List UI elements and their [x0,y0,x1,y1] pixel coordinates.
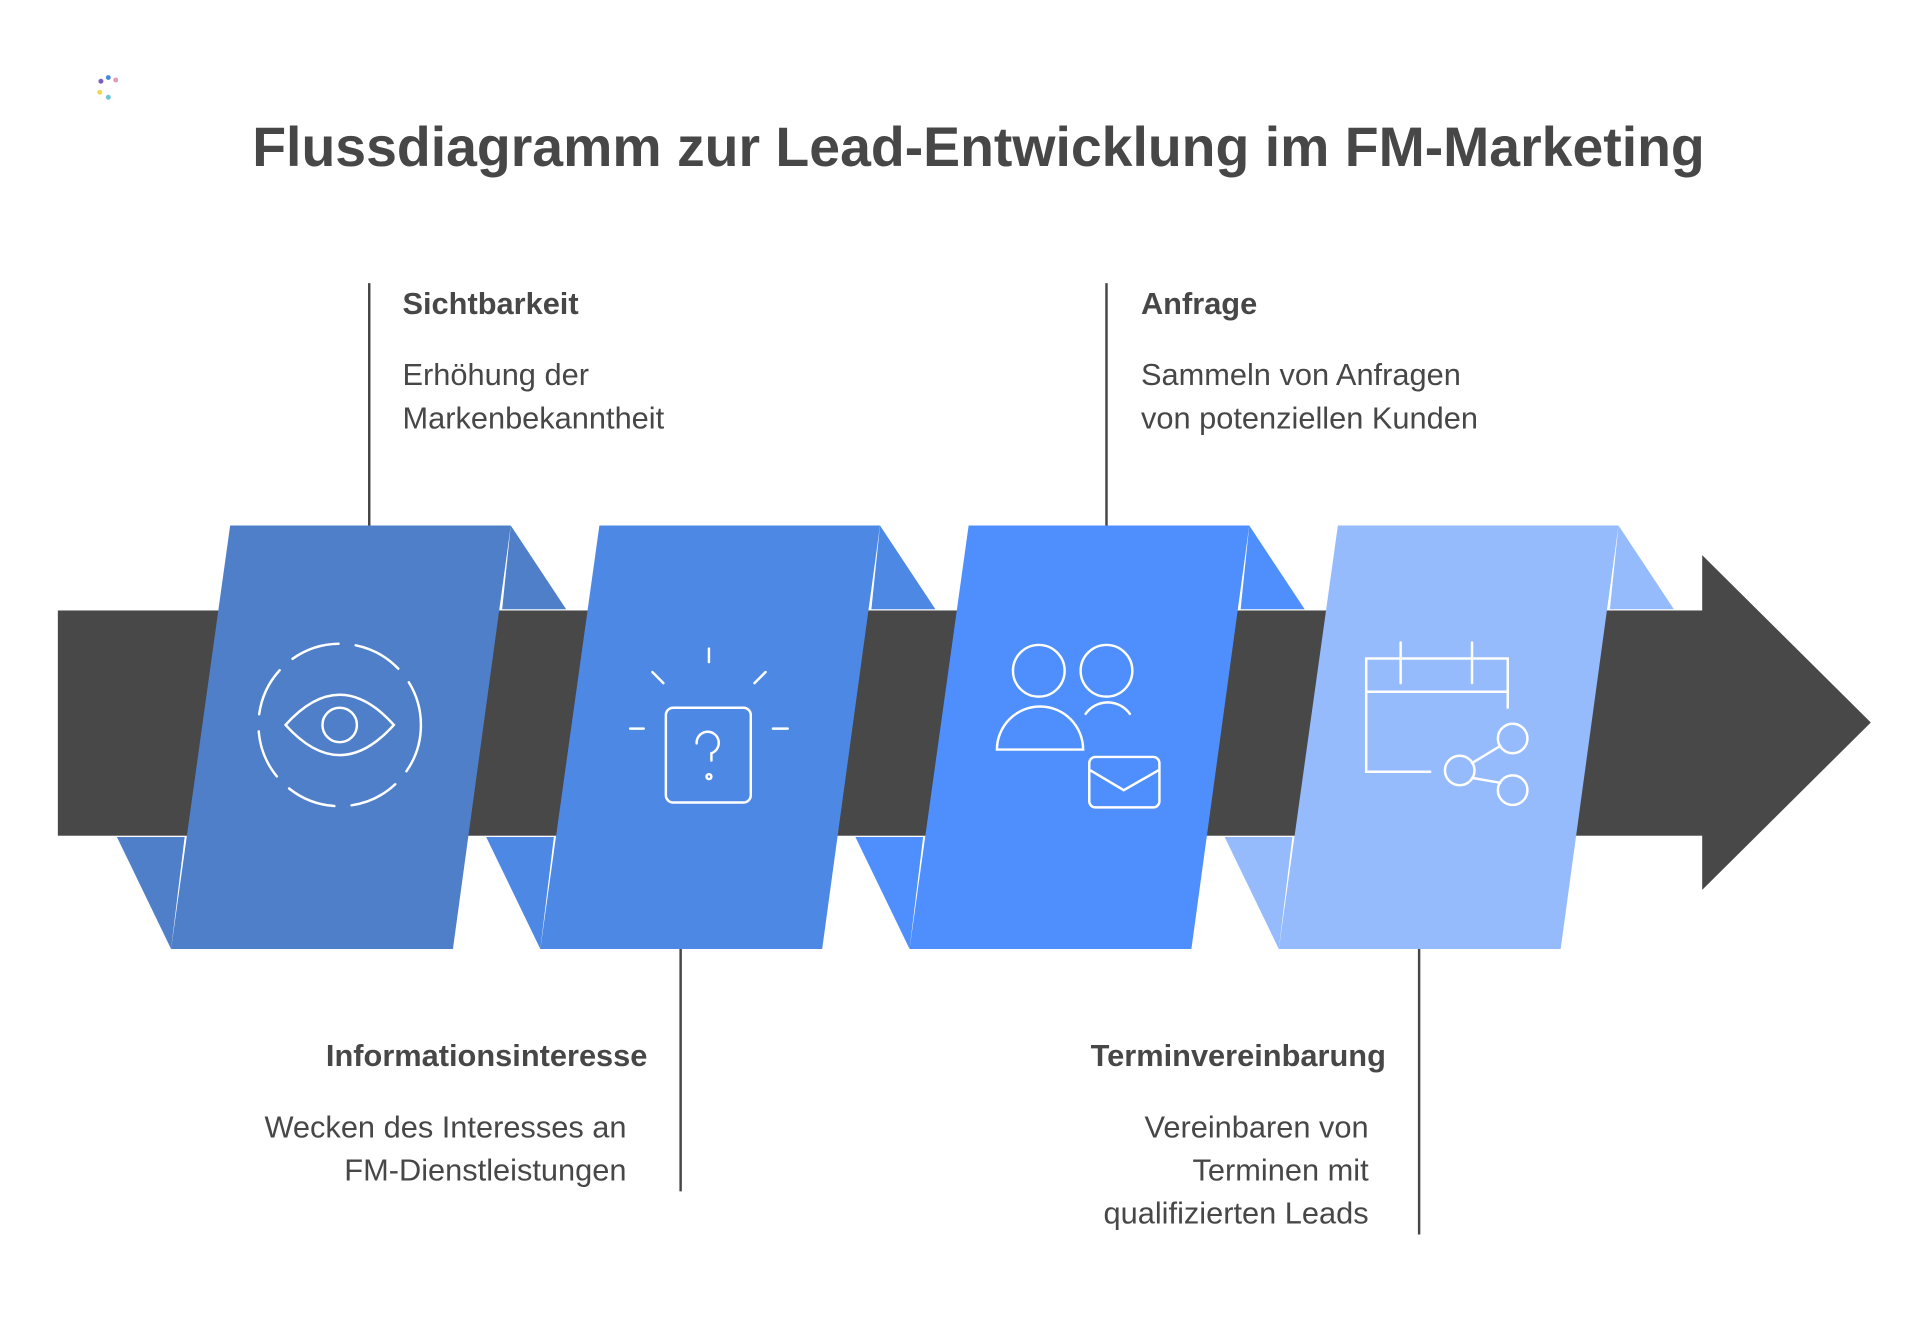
question-alert-icon [628,647,789,804]
stage-2-description: Wecken des Interesses an FM-Dienstleistu… [264,1106,626,1192]
page-title: Flussdiagramm zur Lead-Entwicklung im FM… [252,115,1705,179]
stage-3-panel [909,525,1250,949]
text-line: Markenbekanntheit [402,401,665,436]
stage-2-heading: Informationsinteresse [325,1038,648,1074]
stage-3-description: Sammeln von Anfragen von potenziellen Ku… [1141,354,1478,440]
stage-3-fold-top [1240,525,1305,610]
stage-4-fold-bottom [1224,836,1293,949]
text-line: FM-Dienstleistungen [344,1153,627,1188]
connector-lines [368,283,1421,1235]
stage-1-fold-top [502,525,567,610]
stage-2-panel [540,525,881,949]
stage-4-heading: Terminvereinbarung [1090,1038,1386,1074]
stage-4-description: Vereinbaren von Terminen mit qualifizier… [1104,1106,1369,1235]
stage-4-fold-top [1609,525,1674,610]
text-line: Sammeln von Anfragen [1140,358,1461,393]
text-line: qualifizierten Leads [1103,1196,1369,1231]
eye-icon [257,642,423,808]
stage-1-panel [171,525,511,949]
text-line: Vereinbaren von [1144,1110,1369,1145]
text-line: Wecken des Interesses an [264,1110,627,1145]
stage-2-fold-bottom [486,836,554,949]
calendar-share-icon [1364,641,1529,807]
stage-3-fold-bottom [855,836,924,949]
text-line: Terminen mit [1192,1153,1369,1188]
text-line: von potenziellen Kunden [1140,401,1478,436]
stage-2-fold-top [871,525,936,610]
logo-mark-icon [97,75,119,100]
stage-3-heading: Anfrage [1140,286,1258,322]
text-line: Erhöhung der [402,358,589,393]
arrow-head [1702,555,1871,890]
stage-4-panel [1278,525,1619,949]
stage-1-heading: Sichtbarkeit [402,286,579,322]
stage-1-fold-bottom [116,836,185,949]
stage-1-description: Erhöhung der Markenbekanntheit [402,354,664,440]
users-mail-icon [995,643,1161,809]
